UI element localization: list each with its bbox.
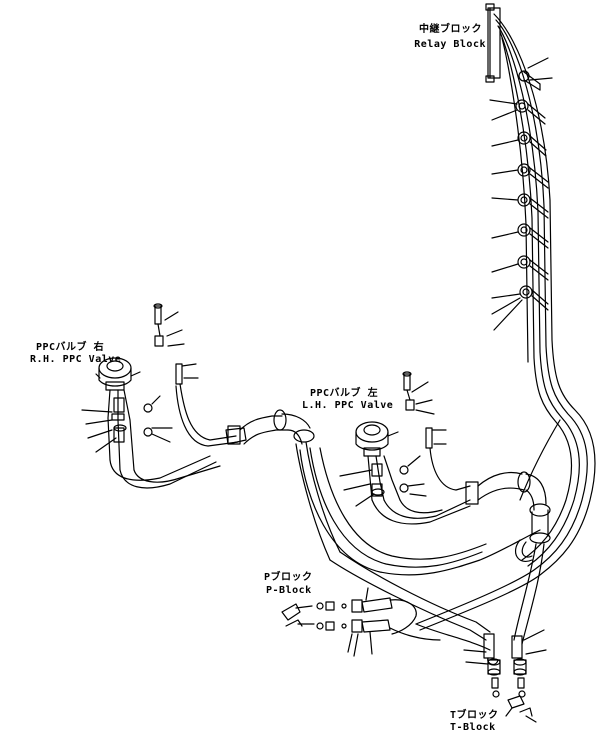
t-block-label-en: T-Block [450,722,496,733]
rh-ppc-valve-label-ja: PPCバルブ 右 [36,342,105,353]
rh-ppc-valve-label-en: R.H. PPC Valve [30,354,122,365]
p-block-label-ja: Pブロック [264,572,313,583]
p-block-assembly [281,587,441,657]
p-block-label-en: P-Block [266,585,312,596]
relay-block [485,3,553,91]
lh-ppc-valve-label-en: L.H. PPC Valve [302,400,394,411]
relay-fittings [489,99,549,331]
t-block-assembly [463,629,547,723]
right-elbow [477,471,551,645]
t-block-label-ja: Tブロック [450,710,499,721]
relay-block-label-ja: 中継ブロック [419,24,482,35]
rh-tubes [109,383,247,489]
rh-ppc-valve [81,303,199,471]
lh-ppc-valve-label-ja: PPCバルブ 左 [310,388,379,399]
right-tube-bundle [415,13,596,631]
center-hose [239,409,541,576]
relay-block-label-en: Relay Block [414,39,486,50]
lh-ppc-valve [339,371,479,525]
